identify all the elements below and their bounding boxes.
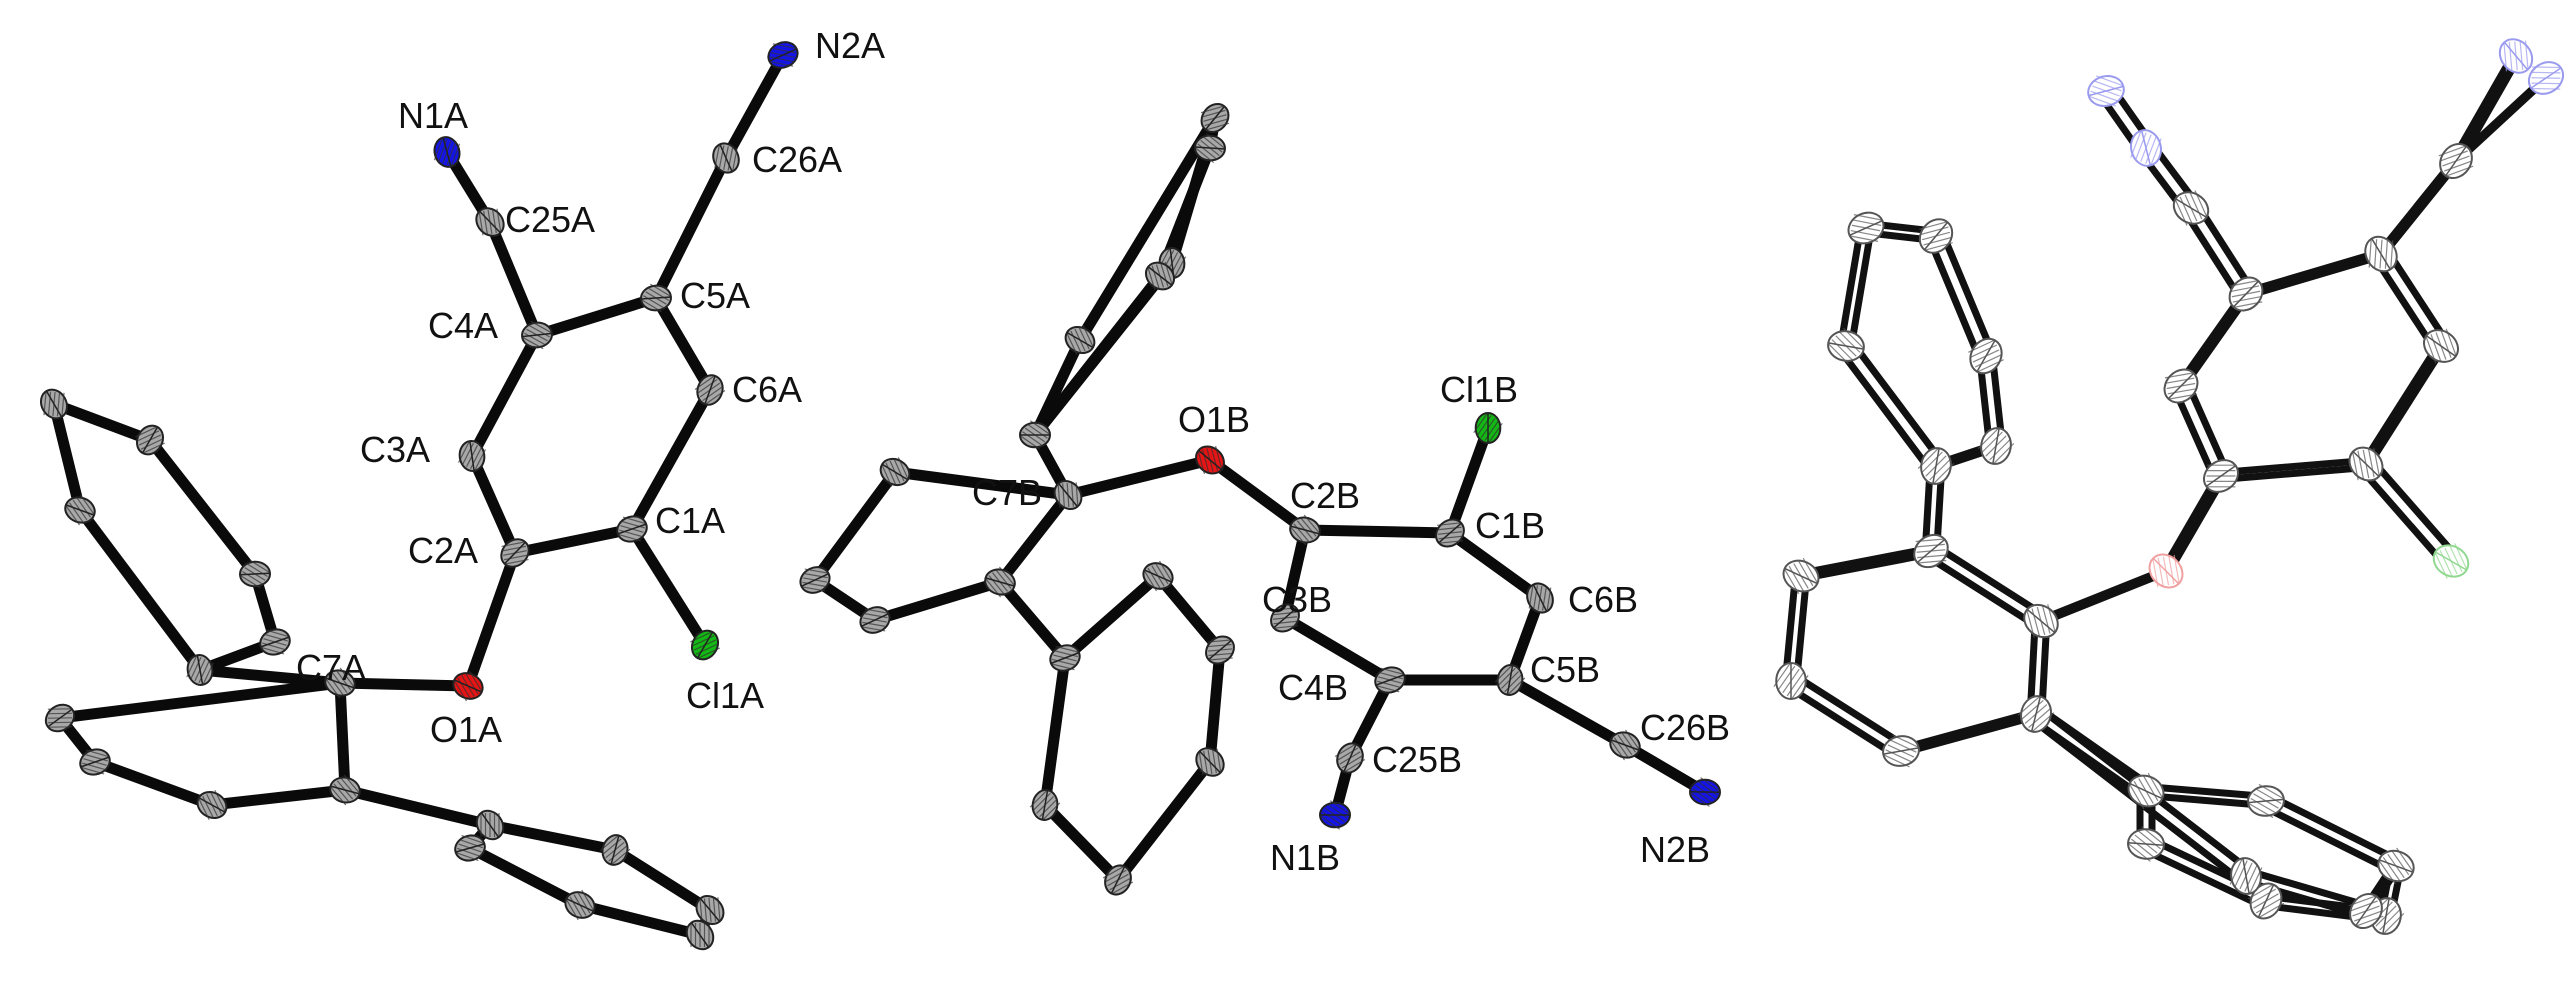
overlay-bond bbox=[2272, 797, 2402, 862]
atom-label: C4B bbox=[1278, 667, 1348, 708]
bond bbox=[472, 335, 537, 456]
atom-label: Cl1B bbox=[1440, 369, 1518, 410]
bond bbox=[1210, 650, 1220, 762]
atom-label: N2A bbox=[815, 25, 885, 66]
atom-label: N1A bbox=[398, 95, 468, 136]
overlay-bond bbox=[1840, 350, 1930, 470]
atom-label: O1A bbox=[430, 709, 502, 750]
bond bbox=[95, 762, 212, 805]
atom-label: C1A bbox=[655, 500, 725, 541]
overlay-bond bbox=[2360, 468, 2445, 565]
atom-label: C1B bbox=[1475, 505, 1545, 546]
overlay-atom bbox=[1978, 426, 2014, 467]
bond bbox=[150, 440, 255, 574]
overlay-bonds bbox=[1785, 52, 2552, 920]
atom-label: N2B bbox=[1640, 829, 1710, 870]
atom-a4 bbox=[257, 625, 293, 658]
bond bbox=[580, 905, 700, 935]
bond bbox=[54, 404, 80, 510]
atom-label: C26A bbox=[752, 139, 842, 180]
overlay-atom bbox=[2428, 539, 2474, 583]
overlay-atom bbox=[1778, 555, 1823, 597]
bond bbox=[632, 529, 705, 645]
atom-n2a bbox=[764, 38, 801, 73]
molecule-a-atoms bbox=[36, 38, 802, 955]
bond bbox=[1045, 805, 1118, 880]
molecule-b-bonds bbox=[815, 118, 1705, 880]
bond bbox=[212, 790, 345, 805]
overlay-atom bbox=[2127, 127, 2164, 169]
bond bbox=[345, 790, 490, 825]
bond bbox=[60, 683, 340, 718]
atom-label: C3A bbox=[360, 429, 430, 470]
atom-label: O1B bbox=[1178, 399, 1250, 440]
molecule-a-labels: N2A N1A C26A C25A C5A C4A C6A C3A C2A C1A C7A O1A Cl… bbox=[296, 25, 885, 750]
atom-label: C5A bbox=[680, 275, 750, 316]
atom-label: C3B bbox=[1262, 579, 1332, 620]
bond bbox=[1035, 276, 1160, 435]
overlay-bond bbox=[2260, 805, 2390, 870]
atom-label: C2B bbox=[1290, 475, 1360, 516]
bond bbox=[1045, 658, 1065, 805]
atom-r3 bbox=[193, 787, 231, 823]
atom-label: C4A bbox=[428, 305, 498, 346]
bond bbox=[340, 683, 345, 790]
atom-n1b bbox=[1320, 801, 1350, 830]
bond bbox=[1118, 762, 1210, 880]
overlay-bond bbox=[1925, 555, 2035, 625]
atom-label: C26B bbox=[1640, 707, 1730, 748]
atom-o1a bbox=[449, 669, 486, 704]
bond bbox=[468, 553, 515, 686]
bond bbox=[515, 529, 632, 553]
atom-label: Cl1A bbox=[686, 675, 764, 716]
overlay-bond bbox=[1852, 342, 1942, 462]
molecule-a-bonds bbox=[54, 55, 783, 935]
overlay-bond bbox=[2372, 460, 2457, 557]
bond bbox=[615, 850, 710, 910]
atom-label: C6A bbox=[732, 369, 802, 410]
atom-label: C25A bbox=[505, 199, 595, 240]
atom-label: C7A bbox=[296, 647, 366, 688]
atom-cl1b bbox=[1474, 413, 1503, 443]
atom-u6 bbox=[1020, 421, 1050, 450]
atom-label: C6B bbox=[1568, 579, 1638, 620]
overlay-atom bbox=[1918, 446, 1954, 487]
overlay-bond bbox=[1797, 677, 1907, 747]
bond bbox=[80, 510, 200, 670]
atom-c2a bbox=[496, 534, 535, 573]
bond bbox=[875, 582, 1000, 620]
bond bbox=[815, 472, 895, 580]
atom-label: C25B bbox=[1372, 739, 1462, 780]
atom-label: C7B bbox=[972, 472, 1042, 513]
bond bbox=[1068, 460, 1210, 495]
bond bbox=[490, 825, 615, 850]
atom-label: N1B bbox=[1270, 837, 1340, 878]
bond bbox=[54, 404, 150, 440]
bond bbox=[537, 298, 656, 335]
molecule-b-labels: O1B Cl1B C7B C2B C1B C3B C6B C5B C4B C26B C25B N1B N… bbox=[972, 369, 1730, 878]
bond bbox=[472, 456, 515, 553]
bond bbox=[1305, 530, 1450, 533]
atom-label: C2A bbox=[408, 530, 478, 571]
overlay-bond bbox=[1785, 685, 1895, 755]
atom-c4a bbox=[521, 321, 553, 349]
overlay-atom bbox=[1881, 733, 1922, 768]
overlay-atom bbox=[1844, 207, 1889, 249]
bond bbox=[1065, 576, 1158, 658]
atom-label: C5B bbox=[1530, 649, 1600, 690]
atom-a1 bbox=[36, 385, 72, 423]
atom-r4 bbox=[327, 774, 362, 806]
bond bbox=[470, 848, 580, 905]
